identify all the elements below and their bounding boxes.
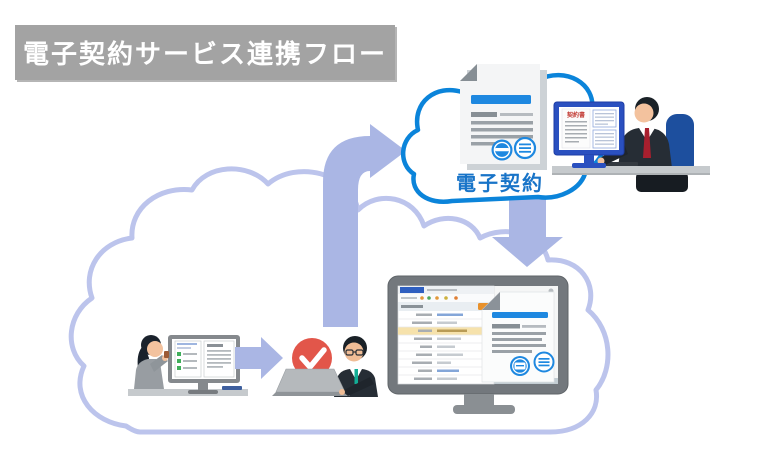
approver-arm [342, 377, 374, 396]
checklist-panel [174, 340, 202, 378]
monitor-neck [464, 394, 494, 406]
form-header-row [398, 302, 494, 311]
right-arrow-shape [235, 337, 283, 379]
page-title: 電子契約サービス連携フロー [22, 39, 387, 69]
title-banner: 電子契約サービス連携フロー [15, 25, 395, 80]
laptop-screen [275, 368, 346, 393]
form-rows [398, 313, 494, 380]
keyboard-icon [222, 386, 242, 390]
document-text-lines [471, 112, 533, 146]
seal-stamp-icon-outline [533, 351, 555, 373]
curved-up-arrow-shape [323, 124, 406, 327]
legs-under-desk [636, 172, 688, 192]
screen-document-preview [481, 291, 555, 383]
monitor-base [188, 390, 218, 394]
form-app-window [397, 285, 495, 385]
employee-woman [134, 335, 169, 389]
approver-tie [354, 369, 358, 384]
counterparty-monitor: 契約書 [553, 101, 625, 168]
glasses-icon [345, 349, 364, 356]
counterparty-tie [643, 128, 651, 158]
desk [552, 166, 710, 173]
desk [128, 389, 248, 396]
folded-corner-icon [482, 292, 500, 310]
upload-arrow-icon [323, 124, 406, 327]
screen-doc-title: 契約書 [566, 111, 585, 119]
monitor-base [572, 163, 606, 168]
seal-stamp-icon-filled [491, 139, 513, 161]
check-badge-circle [292, 338, 332, 378]
approval-check-icon [292, 338, 332, 378]
approver-hand [339, 389, 345, 395]
toolbar-icons[interactable] [398, 294, 494, 302]
document-panel [203, 340, 235, 378]
counterparty-hand [597, 157, 605, 165]
document-title-bar [492, 312, 548, 318]
held-item [164, 351, 169, 358]
seal-stamp-icon-outline [513, 136, 537, 160]
contract-document-icon [460, 64, 547, 170]
laptop-deck [272, 392, 350, 396]
keyboard-icon [600, 162, 638, 166]
desk-edge [552, 173, 710, 175]
approver-at-laptop [272, 336, 378, 397]
employee-workstation [128, 335, 248, 396]
monitor-neck [584, 155, 594, 163]
check-mark [299, 347, 327, 370]
seal-stamp-icon-filled [510, 356, 530, 376]
document-text-lines [492, 324, 546, 353]
woman-face [147, 341, 163, 357]
employee-monitor [168, 335, 242, 394]
down-arrow-shape [492, 194, 563, 267]
folded-corner-icon [460, 64, 477, 81]
document-title-bar [471, 95, 531, 104]
office-chair [666, 114, 694, 176]
window-title-highlight [400, 287, 424, 293]
screen-side-panels [592, 109, 617, 149]
counterparty-face [634, 103, 654, 123]
monitor-neck [198, 383, 208, 390]
deliver-arrow-icon [492, 194, 563, 267]
e-contract-label: 電子契約 [456, 171, 544, 195]
monitor-base [453, 405, 515, 414]
screen-doc-lines [565, 121, 587, 143]
step-arrow-icon [235, 337, 283, 379]
company-system-monitor [387, 275, 569, 414]
counterparty-workstation: 契約書 [552, 97, 710, 192]
